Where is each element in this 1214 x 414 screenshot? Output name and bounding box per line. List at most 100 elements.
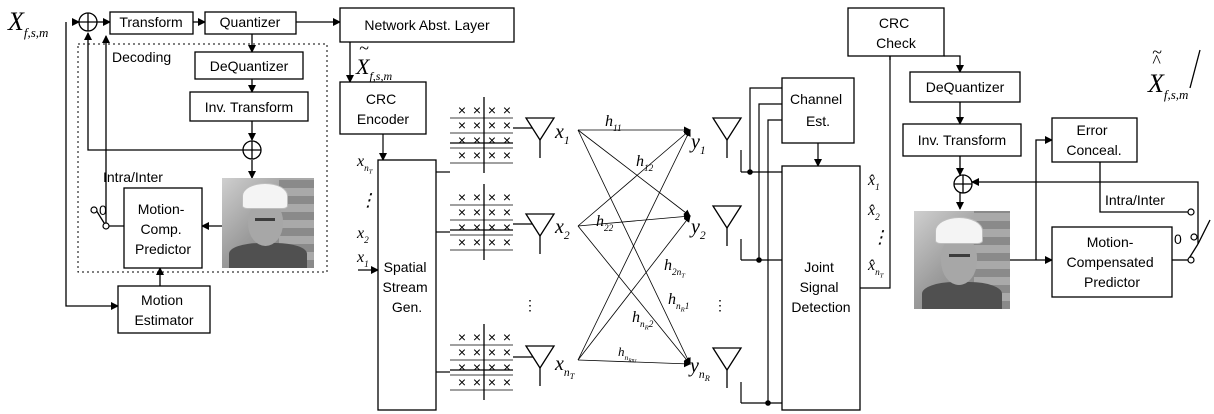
symbol-grid: ×××××××××××××××× xyxy=(450,324,513,400)
channel-link-2-1 xyxy=(578,216,690,360)
inv-transform-left-label: Inv. Transform xyxy=(205,99,293,115)
tx-antenna-icon xyxy=(526,346,554,386)
channel-gain-label-4: hnR1 xyxy=(668,291,689,313)
estimate-label-2: ⋮ xyxy=(871,227,889,247)
grid-mark: × xyxy=(473,117,481,133)
grid-mark: × xyxy=(473,374,481,390)
channel-link-1-1 xyxy=(578,216,690,226)
grid-mark: × xyxy=(458,329,466,345)
vdots-tx: ⋮ xyxy=(523,297,537,313)
grid-mark: × xyxy=(473,189,481,205)
channel-link-1-0 xyxy=(578,130,690,226)
grid-mark: × xyxy=(488,219,496,235)
grid-mark: × xyxy=(503,234,511,250)
switch-right-icon xyxy=(1188,209,1197,263)
stream-label-0: xnT xyxy=(356,153,374,175)
channel-gain-label-2: h22 xyxy=(596,213,614,234)
channel-link-0-1 xyxy=(578,130,690,216)
adder-top-icon xyxy=(79,13,97,31)
grid-mark: × xyxy=(458,102,466,118)
grid-mark: × xyxy=(473,344,481,360)
grid-mark: × xyxy=(458,374,466,390)
stream-label-2: x2 xyxy=(356,225,369,246)
tx-label-2: xnT xyxy=(554,353,576,381)
grid-mark: × xyxy=(473,329,481,345)
dequantizer-right-label: DeQuantizer xyxy=(926,79,1005,95)
grid-mark: × xyxy=(488,204,496,220)
grid-mark: × xyxy=(488,234,496,250)
grid-mark: × xyxy=(473,204,481,220)
grid-mark: × xyxy=(503,117,511,133)
grid-mark: × xyxy=(488,147,496,163)
grid-mark: × xyxy=(458,344,466,360)
intra-inter-left-label: Intra/Inter xyxy=(103,169,163,185)
rx-antenna-icon xyxy=(713,348,741,388)
tx-label-0: x1 xyxy=(554,121,570,147)
rx-antenna-icon xyxy=(713,118,741,158)
decoded-frame-right-image xyxy=(914,211,1010,309)
grid-mark: × xyxy=(503,189,511,205)
grid-mark: × xyxy=(473,147,481,163)
grid-mark: × xyxy=(503,329,511,345)
stream-label-1: ⋮ xyxy=(359,190,377,210)
symbol-grid: ×××××××××××××××× xyxy=(450,184,513,260)
estimate-label-1: x̂2 xyxy=(867,202,880,223)
grid-mark: × xyxy=(473,132,481,148)
rx-label-0: y1 xyxy=(689,131,706,157)
zero-left-label: 0 xyxy=(99,202,107,218)
grid-mark: × xyxy=(503,132,511,148)
grid-mark: × xyxy=(503,102,511,118)
tilde-x-accent: ~ xyxy=(359,38,369,58)
grid-mark: × xyxy=(458,147,466,163)
grid-mark: × xyxy=(458,359,466,375)
output-x-accent-tilde: ~ xyxy=(1152,42,1162,62)
estimate-label-0: x̂1 xyxy=(867,172,880,193)
grid-mark: × xyxy=(503,147,511,163)
symbol-grid: ×××××××××××××××× xyxy=(450,97,513,173)
inv-transform-right-label: Inv. Transform xyxy=(918,132,1006,148)
grid-mark: × xyxy=(488,329,496,345)
vdots-rx: ⋮ xyxy=(713,297,727,313)
grid-mark: × xyxy=(458,219,466,235)
grid-mark: × xyxy=(488,374,496,390)
channel-gain-label-0: h11 xyxy=(605,113,622,134)
rx-label-2: ynR xyxy=(688,355,710,383)
grid-mark: × xyxy=(503,374,511,390)
grid-mark: × xyxy=(473,102,481,118)
dequantizer-left-label: DeQuantizer xyxy=(210,58,289,74)
tilde-x-label: Xf,s,m xyxy=(355,54,392,83)
grid-mark: × xyxy=(458,204,466,220)
quantizer-label: Quantizer xyxy=(220,14,281,30)
network-layer-label: Network Abst. Layer xyxy=(364,17,490,33)
grid-mark: × xyxy=(458,189,466,205)
input-x-label: Xf,s,m xyxy=(7,7,48,40)
rx-label-1: y2 xyxy=(689,216,706,242)
grid-mark: × xyxy=(458,234,466,250)
grid-mark: × xyxy=(503,219,511,235)
grid-mark: × xyxy=(488,189,496,205)
channel-gain-label-3: h2nT xyxy=(664,257,686,279)
decoded-frame-left-image xyxy=(222,178,314,268)
grid-mark: × xyxy=(503,359,511,375)
channel-gain-label-6: hnRnT xyxy=(618,344,637,364)
grid-mark: × xyxy=(488,132,496,148)
tx-antenna-icon xyxy=(526,214,554,254)
grid-mark: × xyxy=(473,219,481,235)
grid-mark: × xyxy=(503,204,511,220)
grid-mark: × xyxy=(473,359,481,375)
grid-mark: × xyxy=(458,117,466,133)
grid-mark: × xyxy=(458,132,466,148)
transform-label: Transform xyxy=(119,14,182,30)
grid-mark: × xyxy=(488,102,496,118)
mc-predictor-left-label: Motion- Comp. Predictor xyxy=(135,201,191,257)
grid-mark: × xyxy=(503,344,511,360)
channel-gain-label-5: hnR2 xyxy=(632,309,654,331)
grid-mark: × xyxy=(488,359,496,375)
estimate-label-3: x̂nT xyxy=(867,257,885,279)
adder-right-icon xyxy=(954,175,972,193)
rx-antenna-icon xyxy=(713,206,741,246)
grid-mark: × xyxy=(488,117,496,133)
tx-label-1: x2 xyxy=(554,216,570,242)
adder-mid-icon xyxy=(243,141,261,159)
